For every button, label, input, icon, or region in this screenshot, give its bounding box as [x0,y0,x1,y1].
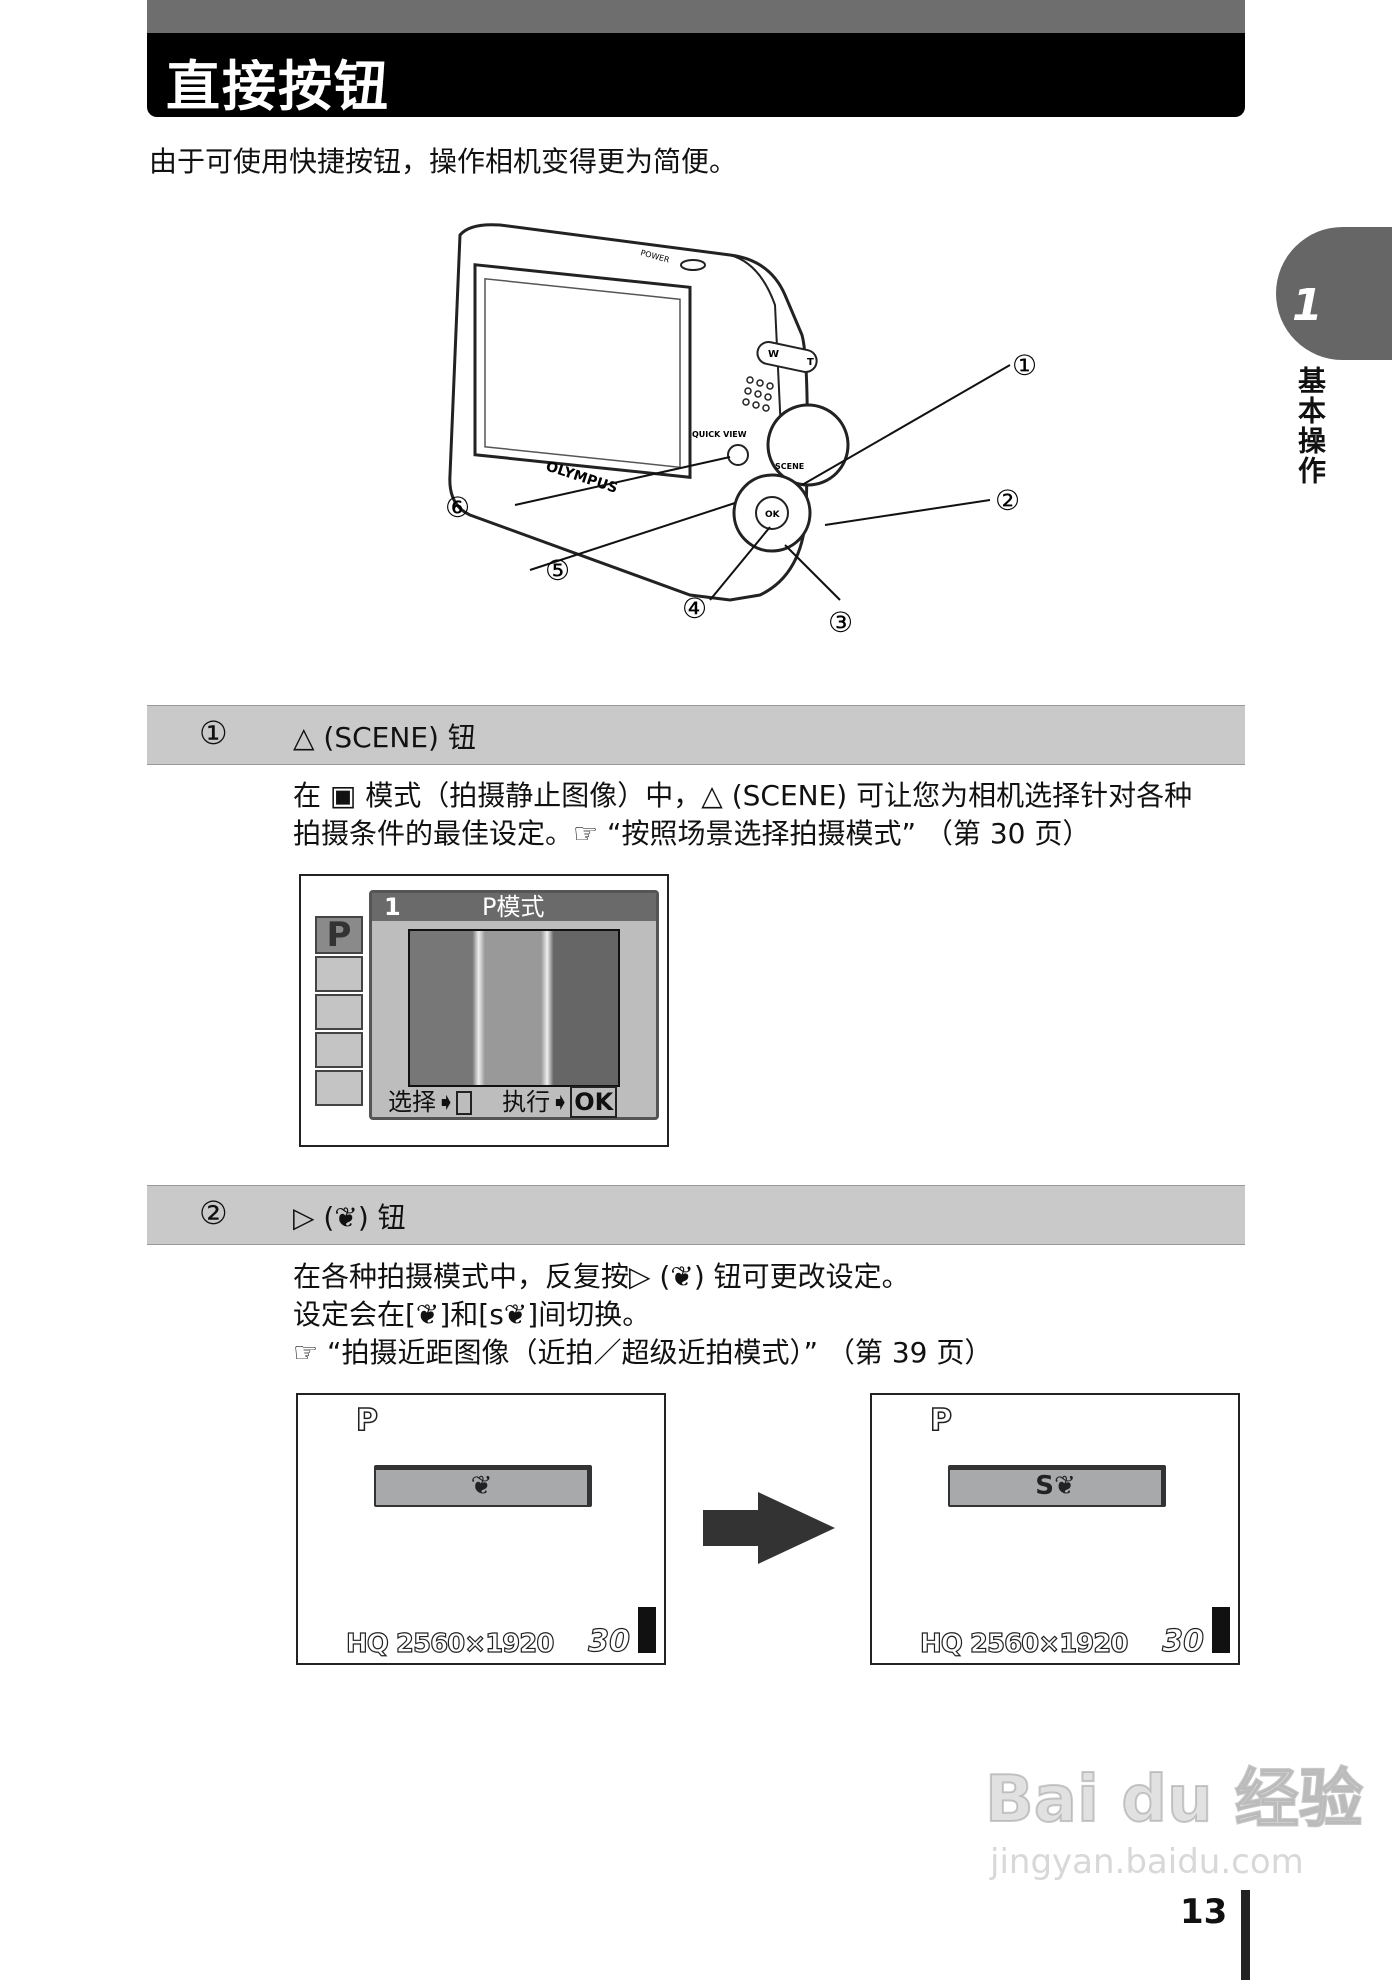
scene-panel-header: 1 P模式 [372,893,656,921]
tab-portrait [315,1032,363,1068]
callout-6: ⑥ [445,491,470,524]
scene-menu-screen: P 1 P模式 选择➧ 执行➧OK [299,874,669,1147]
callout-3: ③ [828,606,853,639]
page-edge-bar [1241,1890,1250,1980]
scene-panel-footer: 选择➧ 执行➧OK [372,1086,656,1118]
section-number: ① [199,714,228,752]
scene-preview-image [408,929,620,1087]
page-title: 直接按钮 [166,55,390,118]
scene-label: SCENE [775,462,804,471]
arrow-right-icon [703,1492,835,1564]
callout-2: ② [995,484,1020,517]
section-text-line: 设定会在[❦]和[s❦]间切换。 [293,1298,651,1331]
tab-p-mode: P [315,916,363,954]
section-label: △ (SCENE) 钮 [293,721,476,754]
ok-icon: OK [570,1086,618,1118]
page-number: 13 [1180,1892,1228,1932]
camera-illustration: OLYMPUS POWER W T QUICK VIEW SCENE OK ① … [445,223,1037,639]
select-hint: 选择➧ [388,1088,457,1116]
scene-mode-name: P模式 [482,893,545,921]
section-text-line: 在各种拍摄模式中，反复按▷ (❦) 钮可更改设定。 [293,1260,910,1293]
memory-gauge [638,1607,656,1653]
intro-text: 由于可使用快捷按钮，操作相机变得更为简便。 [149,145,738,178]
shots-remaining: 30 [588,1623,631,1659]
macro-screen-after: P S❦ HQ 2560×1920 30 [870,1393,1240,1665]
tab-party [315,1070,363,1106]
section-number: ② [199,1194,228,1232]
memory-gauge [1212,1607,1230,1653]
mode-tabs: P [315,916,363,1106]
supermacro-setting-bar: S❦ [948,1465,1166,1507]
zoom-wide-label: W [768,349,779,360]
tab-landscape [315,956,363,992]
section-text-line: 在 ▣ 模式（拍摄静止图像）中，△ (SCENE) 可让您为相机选择针对各种 [293,779,1193,812]
chapter-label: 基本操作 [1294,366,1327,486]
callout-4: ④ [682,592,707,625]
ok-label: OK [765,510,781,520]
callout-1: ① [1012,349,1037,382]
scene-index: 1 [384,893,401,921]
zoom-tele-label: T [807,357,814,368]
execute-hint: 执行➧ [502,1088,571,1116]
mode-indicator: P [929,1402,953,1439]
baidu-watermark-url: jingyan.baidu.com [990,1842,1304,1882]
section-text-line: ☞ “拍摄近距图像（近拍／超级近拍模式）” （第 39 页） [293,1336,993,1369]
header-top-bar [147,0,1245,33]
section-header-macro: ② ▷ (❦) 钮 [147,1185,1245,1245]
macro-screen-before: P ❦ HQ 2560×1920 30 [296,1393,666,1665]
chapter-tab [1276,227,1392,360]
quick-view-label: QUICK VIEW [692,430,747,439]
quality-resolution: HQ 2560×1920 [919,1628,1129,1659]
chapter-number: 1 [1292,280,1323,331]
section-header-scene: ① △ (SCENE) 钮 [147,705,1245,765]
shots-remaining: 30 [1162,1623,1205,1659]
section-text-line: 拍摄条件的最佳设定。☞ “按照场景选择拍摄模式” （第 30 页） [293,817,1091,850]
section-label: ▷ (❦) 钮 [293,1201,406,1234]
title-bar [147,33,1245,117]
updown-icon [456,1091,473,1115]
baidu-watermark: Bai du 经验 [984,1762,1364,1838]
callout-5: ⑤ [545,554,570,587]
tab-portrait-landscape [315,994,363,1030]
mode-indicator: P [355,1402,379,1439]
scene-panel: 1 P模式 选择➧ 执行➧OK [369,890,659,1120]
quality-resolution: HQ 2560×1920 [345,1628,555,1659]
macro-setting-bar: ❦ [374,1465,592,1507]
